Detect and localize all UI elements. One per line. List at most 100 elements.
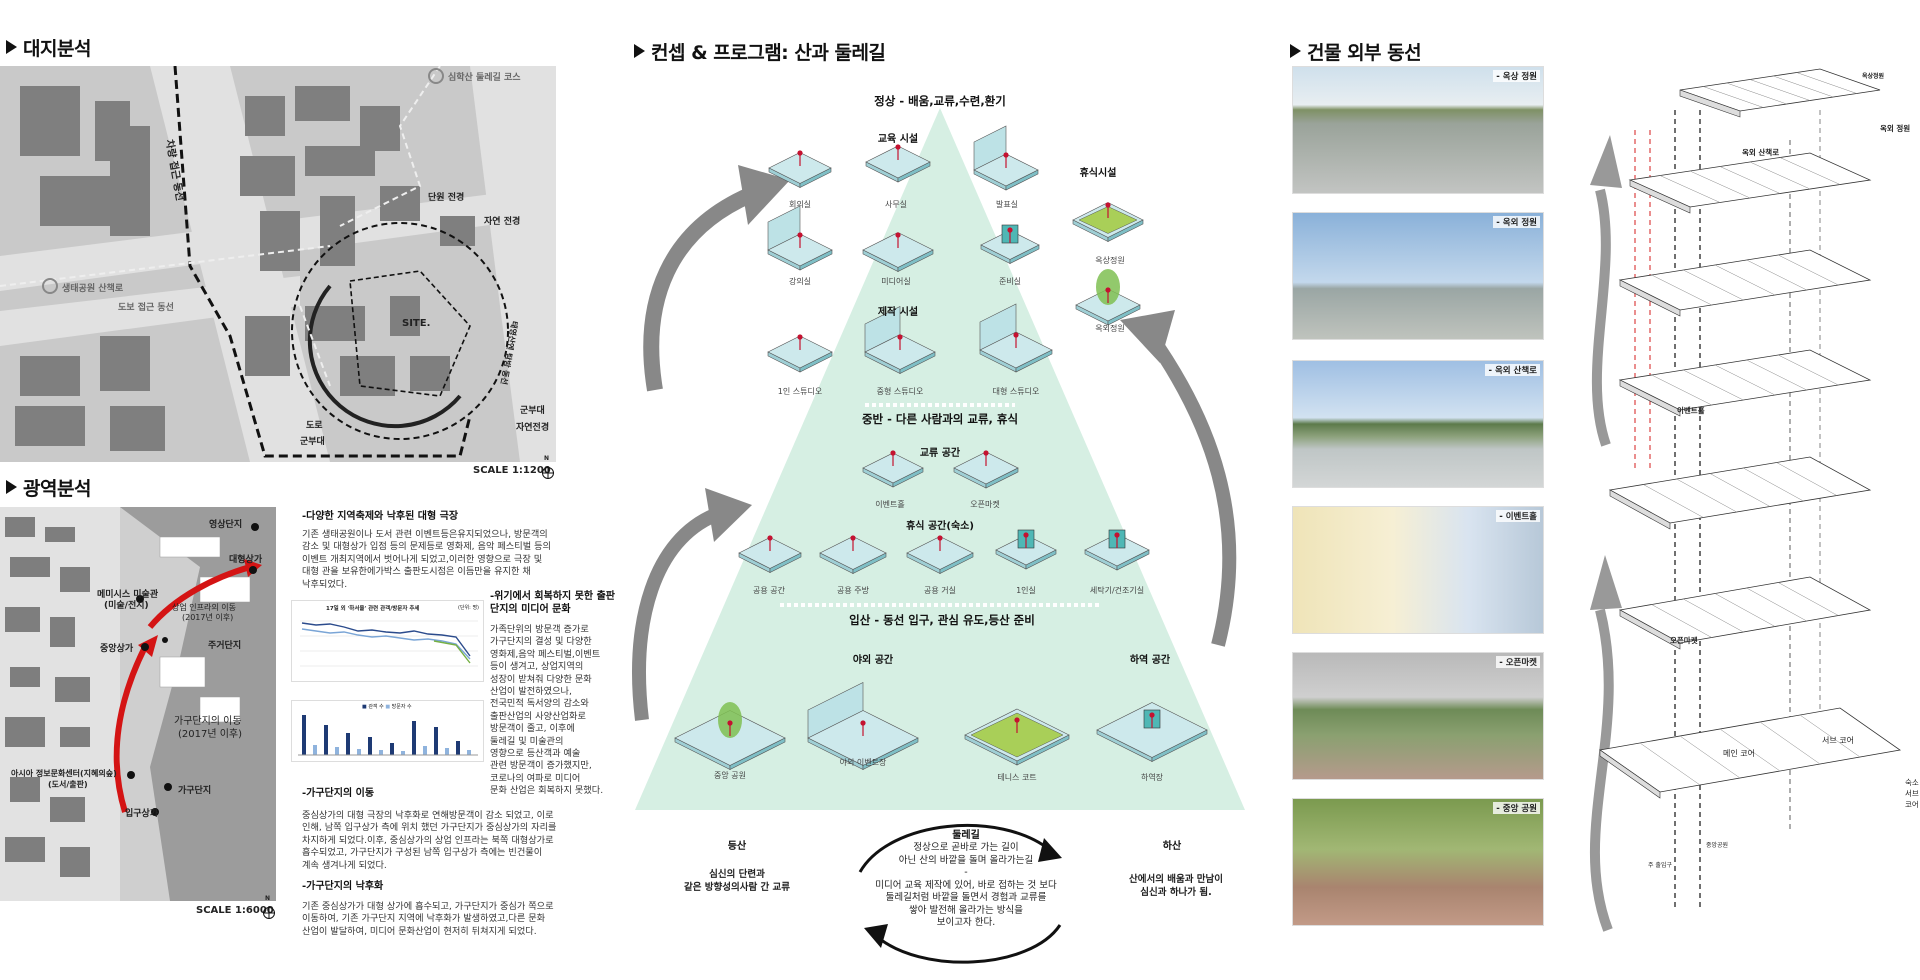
mini-bar <box>401 751 405 755</box>
icon-outdoor-event <box>807 682 919 770</box>
icon-event-hall <box>862 450 924 488</box>
label-park-walk: 생태공원 산책로 <box>62 284 124 294</box>
regional-analysis-title: 광역분석 <box>6 474 91 501</box>
cycle-trail-line: 아닌 산의 바깥을 돌며 올라가는길 <box>898 854 1034 866</box>
red-pin-icon <box>983 450 989 466</box>
red-pin-icon <box>1114 532 1120 548</box>
analysis-2-line: 방문객이 줄고, 이후에 <box>490 723 575 735</box>
item-loading-dock: 하역장 <box>1140 773 1164 782</box>
analysis-3-line: 흡수되었고, 가구단지가 구성된 남쪽 입구상가 측에는 빈건물이 <box>302 847 543 859</box>
icon-common-space <box>738 535 802 573</box>
north-arrow-icon <box>542 466 554 479</box>
exploded-axonometric <box>1589 68 1902 932</box>
pyramid-top-title: 정상 - 배움,교류,수련,환기 <box>874 94 1006 108</box>
analysis-3-title: -가구단지의 이동 <box>302 788 375 799</box>
mini-bar <box>423 746 427 755</box>
mini-bar <box>357 749 361 755</box>
analysis-2-line: 가족단위의 방문객 증가로 <box>490 624 589 635</box>
mini-bar <box>324 725 328 755</box>
mini-bar <box>412 721 416 755</box>
item-lecture-room: 강의실 <box>788 277 812 286</box>
axon-floor-5 <box>1628 152 1872 214</box>
icon-solo-studio <box>767 334 833 373</box>
mini-bar <box>346 733 350 755</box>
label-asia-center: 아시아 정보문화센터(지혜의숲) <box>11 769 117 778</box>
photo-outdoor-garden: - 옥외 정원 <box>1292 212 1544 340</box>
label-army-view: 자연전경 <box>516 423 550 433</box>
photo-caption-3: - 옥외 산책로 <box>1485 364 1540 376</box>
axon-ground <box>1598 707 1902 799</box>
icon-rooftop-garden <box>1072 202 1144 242</box>
region-map <box>0 507 276 901</box>
axon-label-outdoor-garden: 옥외 정원 <box>1880 124 1911 133</box>
icon-large-studio <box>979 303 1053 373</box>
axon-label-event-hall: 이벤트홀 <box>1677 406 1705 415</box>
axon-label-main-entrance: 주 출입구 <box>1648 862 1672 869</box>
red-pin-icon <box>1105 202 1111 218</box>
icon-common-living <box>906 535 974 574</box>
analysis-2-title: -위기에서 회복하지 못한 출판단지의 미디어 문화 <box>490 591 615 615</box>
analysis-1-line: 기존 생태공원이나 도서 관련 이벤트등은유지되었으나, 방문객의 <box>302 529 548 540</box>
red-pin-icon <box>797 150 803 166</box>
concept-title: 컨셉 & 프로그램: 산과 둘레길 <box>634 38 886 65</box>
mini-bar <box>368 737 372 755</box>
analysis-3-line: 인해, 남쪽 입구상가 측에 위치 했던 가구단지가 중심상가의 자리를 <box>302 822 557 834</box>
label-commerce-move-year: (2017년 이후) <box>182 613 234 622</box>
analysis-4-line: 이동하여, 기존 가구단지 지역에 낙후화가 발생하였고,다른 문화 <box>302 913 546 925</box>
label-view-hill: 단원 전경 <box>428 193 465 203</box>
region-scale: SCALE 1:6000 <box>196 905 274 916</box>
red-pin-icon <box>850 535 856 551</box>
red-pin-icon <box>1007 227 1013 243</box>
regional-analysis-title-text: 광역분석 <box>23 478 91 500</box>
mini-bar <box>456 741 460 755</box>
label-trail: 심학산 둘레길 코스 <box>448 73 521 83</box>
make-facility-title: 제작 시설 <box>877 307 919 318</box>
cycle-up-desc-2: 같은 방향성의사람 간 교류 <box>683 881 791 893</box>
axon-label-open-market: 오픈마켓 <box>1670 636 1698 645</box>
loading-space-title: 하역 공간 <box>1129 655 1171 666</box>
axon-label-sub: 서브 <box>1905 789 1919 798</box>
icon-mid-studio <box>864 306 936 374</box>
red-pin-icon <box>727 720 733 736</box>
mini-chart-title: 17일 외 '하서울' 관련 관객/방문자 추세 <box>326 606 420 612</box>
red-pin-icon <box>1003 152 1009 168</box>
axon-floor-1 <box>1618 576 1872 650</box>
label-asia-center-sub: (도서/출판) <box>48 780 88 789</box>
item-laundry: 세탁기/건조기실 <box>1089 586 1145 595</box>
icon-media-room <box>862 232 934 272</box>
analysis-2-line: 산업이 발전하였으나, <box>490 686 572 698</box>
cycle-up-title: 등산 <box>727 841 747 852</box>
item-open-market: 오픈마켓 <box>970 500 1000 509</box>
analysis-4-line: 기존 중심상가가 대형 상가에 흡수되고, 가구단지가 중심가 쪽으로 <box>302 901 554 912</box>
axon-roof <box>1679 68 1881 118</box>
label-pedestrian-route: 도보 접근 동선 <box>118 303 174 313</box>
cycle-arrows <box>858 824 1062 964</box>
axon-label-lodging: 숙소 <box>1905 778 1919 787</box>
item-rooftop-garden: 옥상정원 <box>1095 256 1125 265</box>
analysis-1-title: -다양한 지역축제와 낙후된 대형 극장 <box>302 511 459 522</box>
label-commerce-move: 상업 인프라의 이동 <box>172 603 236 612</box>
mini-chart-unit: (단위: 명) <box>458 605 479 611</box>
analysis-2-line: 문화 산업은 회복하지 못했다. <box>490 785 604 797</box>
red-pin-icon <box>797 334 803 350</box>
photo-caption-4: - 이벤트홀 <box>1496 510 1540 522</box>
cycle-trail-line: 미디어 교육 제작에 있어, 바로 접하는 것 보다 <box>875 879 1057 891</box>
red-pin-icon <box>890 450 896 466</box>
red-pin-icon <box>1149 712 1155 728</box>
pyramid-low-title: 입산 - 동선 입구, 관심 유도,등산 준비 <box>849 613 1035 627</box>
red-pin-icon <box>1014 717 1020 733</box>
legend-2: 방문자 수 <box>391 704 412 710</box>
red-pin-icon <box>895 232 901 248</box>
icon-meeting-room <box>768 150 832 188</box>
analysis-3-line: 계속 생겨나게 되었다. <box>302 859 387 871</box>
photo-central-park: - 중앙 공원 <box>1292 798 1544 926</box>
analysis-2-line: 가구단지의 결성 및 다양한 <box>490 636 592 648</box>
edu-facility-title: 교육 시설 <box>877 134 919 145</box>
icon-tennis-court <box>964 708 1070 766</box>
label-view-nature: 자연 전경 <box>484 217 521 227</box>
pyramid-mid-title: 중반 - 다른 사람과의 교류, 휴식 <box>861 412 1019 426</box>
item-media-room: 미디어실 <box>881 277 911 286</box>
axon-label-core: 코어 <box>1905 800 1919 809</box>
mini-bar <box>467 750 471 755</box>
